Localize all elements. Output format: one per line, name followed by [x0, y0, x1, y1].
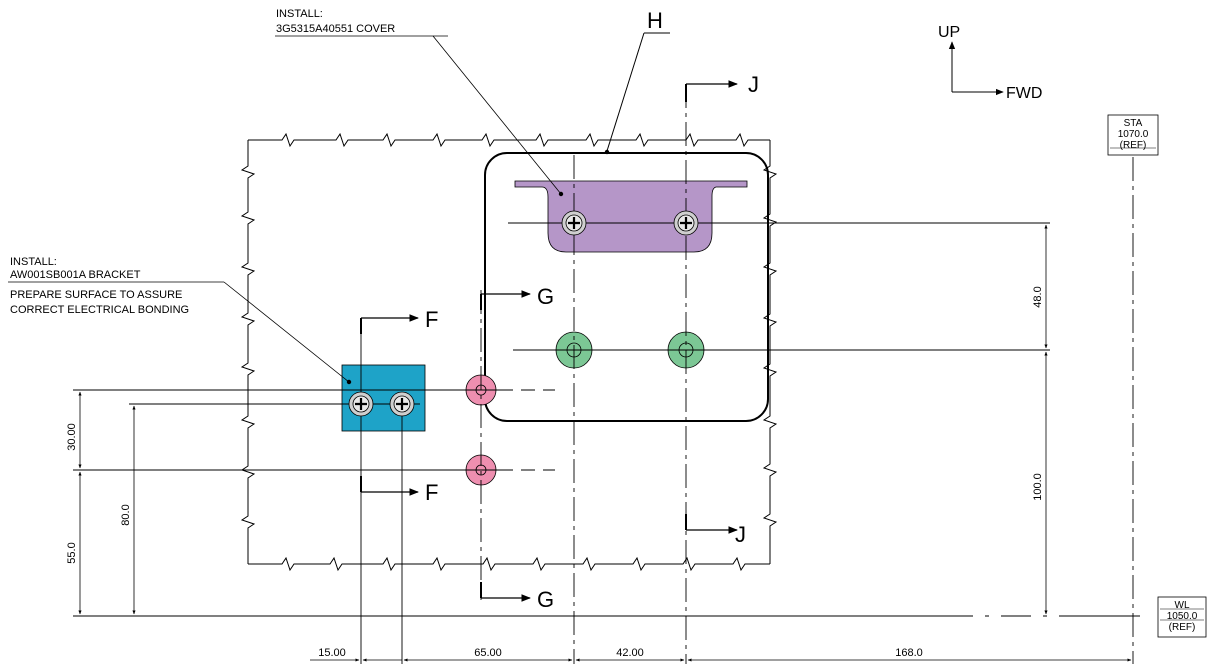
orientation-indicator: UP FWD [938, 24, 1042, 102]
left-vertical-dimensions [78, 391, 136, 615]
view-h-leader-dot [604, 149, 610, 155]
cover-bracket-shape [514, 180, 748, 253]
section-j-top: J [685, 72, 759, 102]
cover-outline [484, 152, 769, 422]
wl-line2: 1050.0 [1167, 611, 1198, 622]
sta-line3: (REF) [1120, 140, 1147, 151]
bracket-callout-line3: PREPARE SURFACE TO ASSURE [10, 289, 182, 301]
bracket-screw-right [389, 391, 415, 417]
view-h-label: H [647, 8, 663, 33]
view-f-label-top: F [425, 307, 438, 332]
bracket-callout-line1: INSTALL: [10, 256, 57, 268]
dim-15-text: 15.00 [318, 647, 346, 659]
cover-callout-line1: INSTALL: [276, 8, 323, 20]
section-f-bottom: F [360, 476, 438, 505]
dim-65-text: 65.00 [474, 647, 502, 659]
cover-screw-left [561, 210, 587, 236]
bracket-leader-line [223, 281, 350, 383]
panel-top-edge [248, 132, 770, 148]
dim-48-text: 48.0 [1032, 286, 1044, 307]
section-g-bottom: G [480, 582, 554, 612]
dim-42-text: 42.00 [616, 647, 644, 659]
bracket-callout: INSTALL: AW001SB001A BRACKET PREPARE SUR… [8, 256, 352, 385]
view-j-label-bottom: J [735, 522, 746, 547]
panel-left-edge [240, 140, 256, 564]
section-f-top: F [360, 307, 438, 334]
dim-30-text: 30.00 [66, 423, 78, 451]
section-j-bottom: J [685, 514, 746, 547]
cover-leader-dot [558, 191, 564, 197]
up-label: UP [938, 24, 960, 41]
bracket-leader-dot [346, 379, 352, 385]
wl-line3: (REF) [1169, 622, 1196, 633]
wl-reference-box: WL 1050.0 (REF) [1157, 596, 1207, 638]
view-f-label-bottom: F [425, 480, 438, 505]
cover-leader-line [432, 35, 562, 195]
view-j-label-top: J [748, 72, 759, 97]
dim-168-text: 168.0 [895, 647, 923, 659]
dim-80-text: 80.0 [120, 504, 132, 525]
sta-line1: STA [1124, 118, 1143, 129]
wl-line1: WL [1175, 600, 1190, 611]
dim-100-text: 100.0 [1032, 473, 1044, 501]
bracket-screw-left [348, 391, 374, 417]
sta-reference-box: STA 1070.0 (REF) [1107, 114, 1159, 156]
view-g-label-top: G [537, 284, 554, 309]
bracket-callout-line4: CORRECT ELECTRICAL BONDING [10, 304, 189, 316]
view-h-callout: H [604, 8, 670, 155]
bracket-callout-line2: AW001SB001A BRACKET [10, 269, 141, 281]
view-h-leader-line [606, 32, 645, 152]
view-g-label-bottom: G [537, 587, 554, 612]
dim-55-text: 55.0 [66, 542, 78, 563]
panel-bottom-edge [248, 556, 770, 572]
panel-right-edge [762, 140, 778, 564]
section-g-top: G [480, 284, 554, 310]
fwd-label: FWD [1006, 85, 1042, 102]
cover-callout-line2: 3G5315A40551 COVER [276, 23, 395, 35]
cover-callout: INSTALL: 3G5315A40551 COVER [275, 8, 564, 197]
sta-line2: 1070.0 [1118, 129, 1149, 140]
centerlines [73, 84, 1140, 664]
cover-screw-right [673, 210, 699, 236]
